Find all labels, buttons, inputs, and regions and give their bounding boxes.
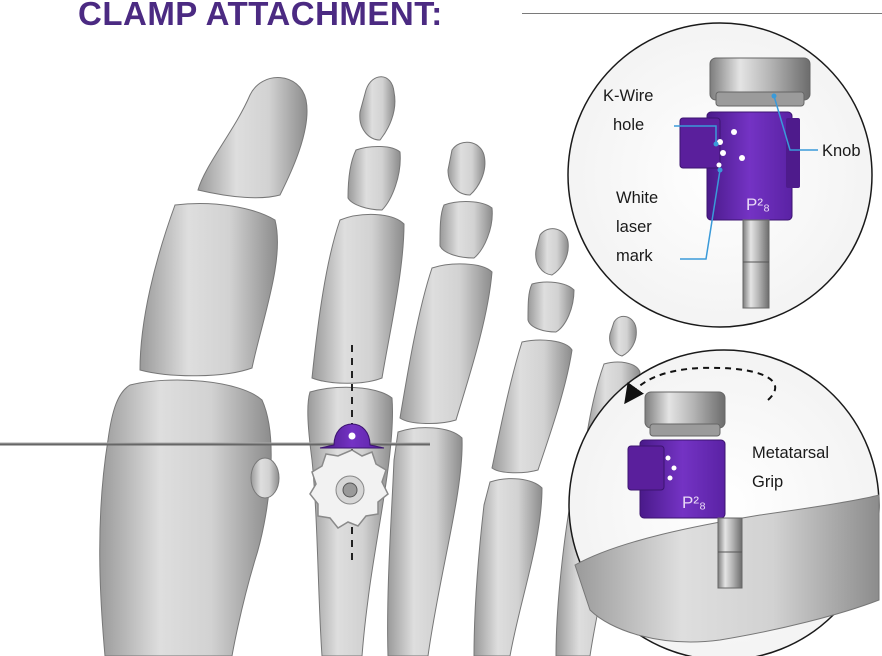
device-shaft [743, 220, 769, 308]
k-wire-label-line2: hole [613, 116, 644, 134]
clamp-tab-hole [349, 433, 356, 440]
sesamoid-bone [251, 458, 279, 498]
brand-mark: P²₈ [746, 195, 770, 214]
metatarsal-grip-label-line1: Metatarsal [752, 444, 829, 462]
hallux-proximal-phalanx [140, 203, 277, 375]
laser-label-line2: laser [616, 218, 652, 236]
laser-label-line3: mark [616, 247, 653, 265]
fifth-toe-distal [610, 316, 637, 356]
second-toe-middle [348, 146, 400, 210]
knob-label: Knob [822, 142, 861, 160]
grip-detail-circle: P²₈ Metatarsal Grip [569, 350, 879, 656]
third-toe-middle [440, 202, 492, 258]
metatarsal-grip-label-line2: Grip [752, 473, 783, 491]
fourth-toe-middle [528, 282, 574, 332]
laser-label-line1: White [616, 189, 658, 207]
fourth-toe-distal [536, 229, 569, 275]
clamp-knob-screw [343, 483, 357, 497]
knob-detail-circle: P²₈ K-Wire hole Knob White laser mark [568, 23, 872, 327]
fourth-toe-proximal [492, 340, 572, 473]
second-toe-distal [360, 77, 395, 140]
second-toe-proximal [312, 214, 404, 383]
third-toe-proximal [400, 264, 492, 424]
first-metatarsal [100, 380, 271, 656]
hallux-distal-phalanx [198, 78, 307, 198]
fourth-metatarsal [474, 479, 542, 656]
foot-skeleton [100, 77, 640, 656]
k-wire-label-line1: K-Wire [603, 87, 653, 105]
third-metatarsal [388, 428, 463, 656]
brand-mark-bottom: P²₈ [682, 493, 706, 512]
third-toe-distal [448, 142, 485, 195]
